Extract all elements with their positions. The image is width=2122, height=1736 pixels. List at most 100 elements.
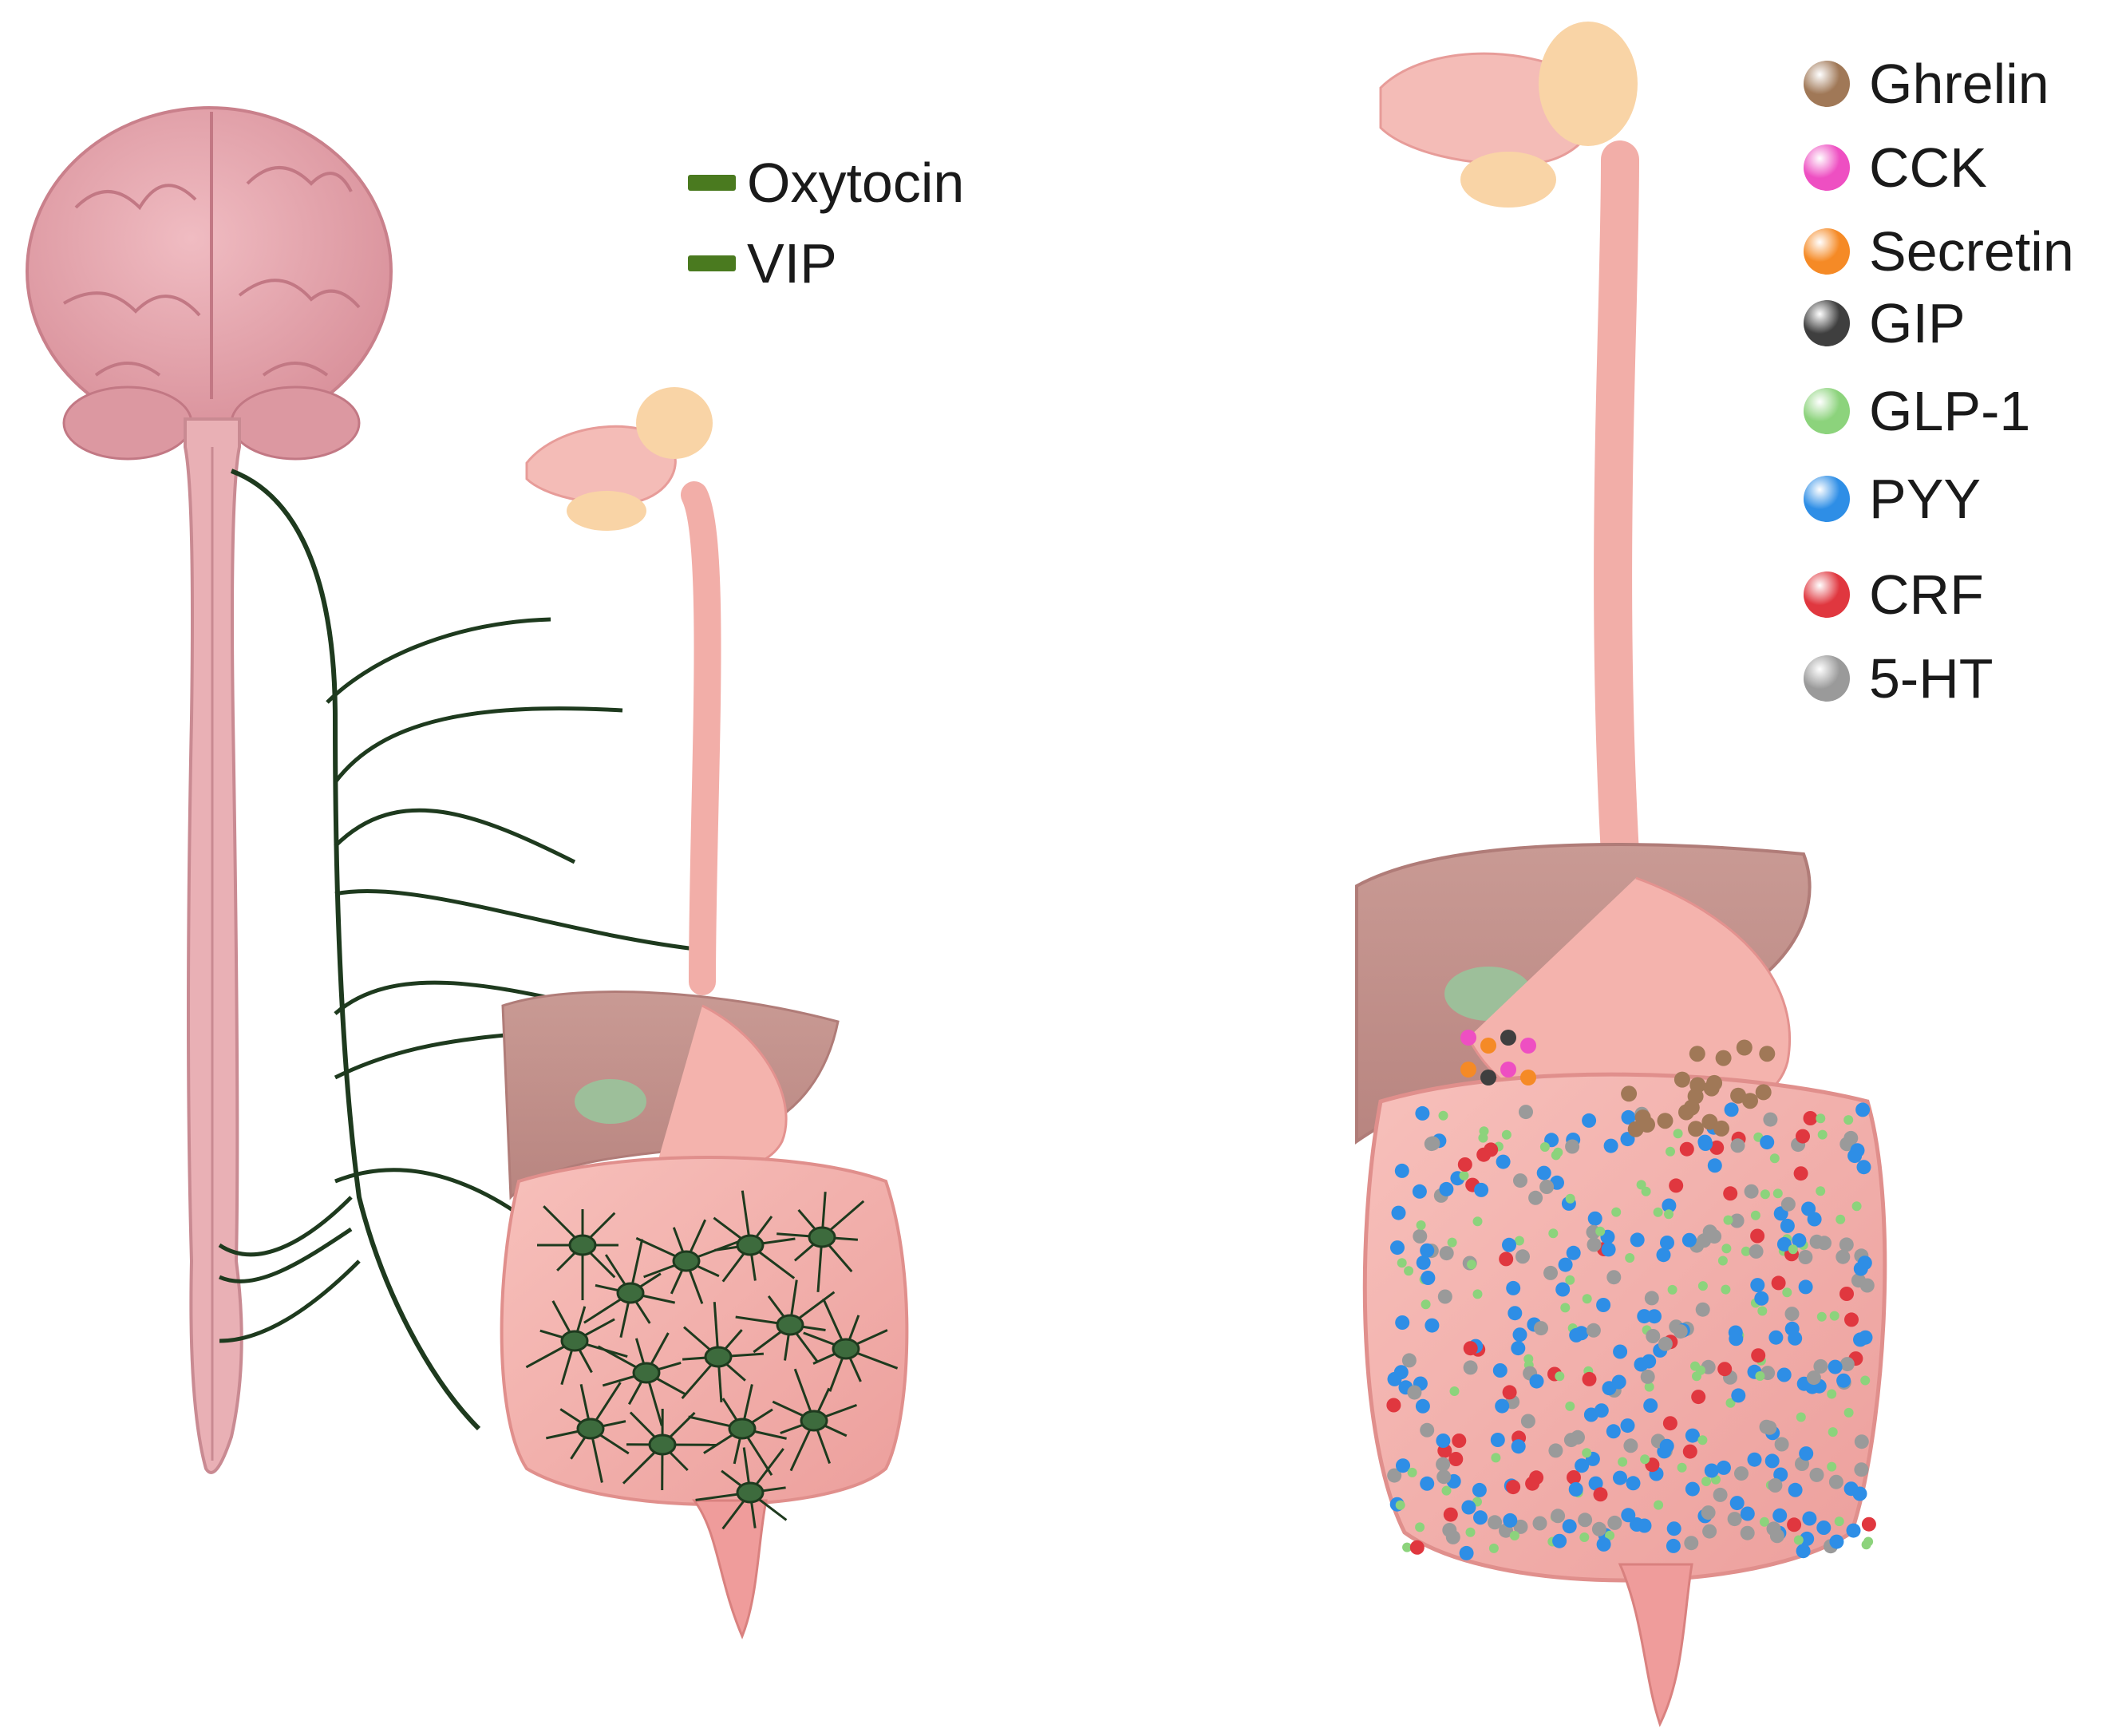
hormone-dot [1829, 1311, 1839, 1321]
hormone-dot [1491, 1453, 1501, 1463]
hormone-dot [1492, 1363, 1508, 1378]
hormone-dot [1817, 1236, 1832, 1251]
hormone-dot [1683, 1099, 1700, 1116]
hormone-dot [1641, 1186, 1651, 1196]
hormone-dot [1662, 1198, 1677, 1213]
hormone-dot [1850, 1143, 1865, 1158]
hormone-dot [1828, 1427, 1838, 1437]
hormone-dot [1806, 1370, 1821, 1386]
hormone-dot [1664, 1209, 1673, 1220]
hormone-dot [1784, 1307, 1800, 1322]
serotonin-label: 5-HT [1869, 647, 1994, 710]
hormone-dot [1606, 1424, 1621, 1439]
hormone-dot [1606, 1270, 1622, 1285]
hormone-dot [1673, 1129, 1683, 1139]
hormone-dot [1853, 1332, 1867, 1347]
hormone-dot [1467, 1259, 1476, 1270]
enteric-neuron [776, 1192, 865, 1292]
hormone-dot [1730, 1138, 1745, 1153]
hormone-dot [1404, 1266, 1414, 1276]
hormone-dot [1595, 1226, 1606, 1236]
hormone-dot [1437, 1289, 1452, 1304]
hormone-dot [1613, 1470, 1627, 1485]
hormone-dot [1723, 1215, 1733, 1225]
hormone-dot [1774, 1437, 1789, 1452]
hormone-dot [1571, 1430, 1585, 1445]
hormone-dot [1439, 1246, 1454, 1261]
hormone-dot [1768, 1330, 1784, 1345]
hormone-dot [1685, 1428, 1700, 1443]
enteric-neuron [545, 1382, 630, 1483]
hormone-dot [1495, 1398, 1510, 1414]
hormone-dot [1855, 1102, 1871, 1117]
hormone-dot [1488, 1543, 1499, 1553]
hormone-dot [1691, 1390, 1706, 1405]
hormone-dot [1757, 1306, 1768, 1316]
hormone-dot [1762, 1420, 1777, 1435]
hormone-dot [1843, 1115, 1854, 1125]
hormone-dot [1448, 1452, 1464, 1466]
hormone-dot [1473, 1510, 1488, 1525]
hormone-dot [1596, 1298, 1611, 1312]
hormone-dot [1402, 1542, 1413, 1552]
hormone-dot [1420, 1422, 1435, 1437]
hormone-dot [1653, 1207, 1663, 1217]
hormone-dot [1772, 1508, 1788, 1523]
hormone-dot [1729, 1331, 1744, 1346]
oxytocin-bar-icon [688, 175, 736, 191]
hormone-dot [1685, 1481, 1700, 1497]
hormone-dot [1706, 1074, 1723, 1091]
hormone-dot [1656, 1248, 1671, 1263]
hormone-dot [1539, 1180, 1555, 1194]
hormone-dot [1666, 1521, 1681, 1536]
hormone-dot [1528, 1190, 1543, 1205]
hormone-dot [1630, 1232, 1645, 1248]
hormone-dot [1844, 1312, 1859, 1327]
secretin-dot-icon [1804, 228, 1850, 275]
hormone-dot [1500, 1030, 1516, 1046]
hormone-dot [1582, 1113, 1597, 1128]
hormone-dot [1853, 1261, 1868, 1276]
hormone-dot [1532, 1516, 1547, 1531]
hormone-dot [1536, 1165, 1551, 1180]
hormone-dot [1460, 1030, 1476, 1046]
hormone-dot [1480, 1038, 1496, 1054]
hormone-dot [1436, 1457, 1451, 1472]
hormone-dot [1713, 1487, 1728, 1502]
hormone-dot [1496, 1154, 1511, 1169]
hormone-dot [1736, 1039, 1753, 1056]
hormone-dot [1836, 1373, 1851, 1388]
hormone-dot [1744, 1184, 1759, 1199]
hormone-dot [1704, 1463, 1719, 1478]
hormone-dot [1860, 1375, 1871, 1386]
hormone-dot [1816, 1520, 1832, 1535]
enteric-neuron [713, 1190, 796, 1283]
hormone-dot [1613, 1344, 1628, 1359]
cck-dot-icon [1804, 144, 1850, 191]
hormone-dot [1793, 1535, 1804, 1545]
hormone-dot [1578, 1513, 1593, 1528]
hormone-dot [1742, 1093, 1758, 1109]
hormone-dot [1596, 1536, 1611, 1552]
hormone-dot [1646, 1329, 1661, 1343]
hormone-dot [1827, 1461, 1837, 1472]
hormone-dot [1852, 1486, 1867, 1501]
hormone-dot [1621, 1109, 1636, 1125]
hormone-dot [1729, 1496, 1745, 1511]
hormone-dot [1666, 1146, 1675, 1157]
enteric-neuron [772, 1368, 858, 1472]
hormone-dot [1796, 1544, 1811, 1559]
hormone-dot [1416, 1220, 1426, 1230]
hormone-dot [1647, 1309, 1662, 1324]
hormone-dot [1682, 1444, 1697, 1459]
hormone-dot [1548, 1228, 1559, 1239]
legend-item-oxytocin: Oxytocin [688, 155, 964, 211]
hormone-dot [1593, 1487, 1608, 1502]
enteric-neuron [681, 1302, 765, 1403]
hormone-dot [1636, 1180, 1646, 1190]
hormone-dot [1501, 1129, 1511, 1140]
hormone-dot [1490, 1433, 1505, 1447]
hormone-dot [1611, 1374, 1626, 1390]
hormone-dot [1472, 1289, 1483, 1299]
